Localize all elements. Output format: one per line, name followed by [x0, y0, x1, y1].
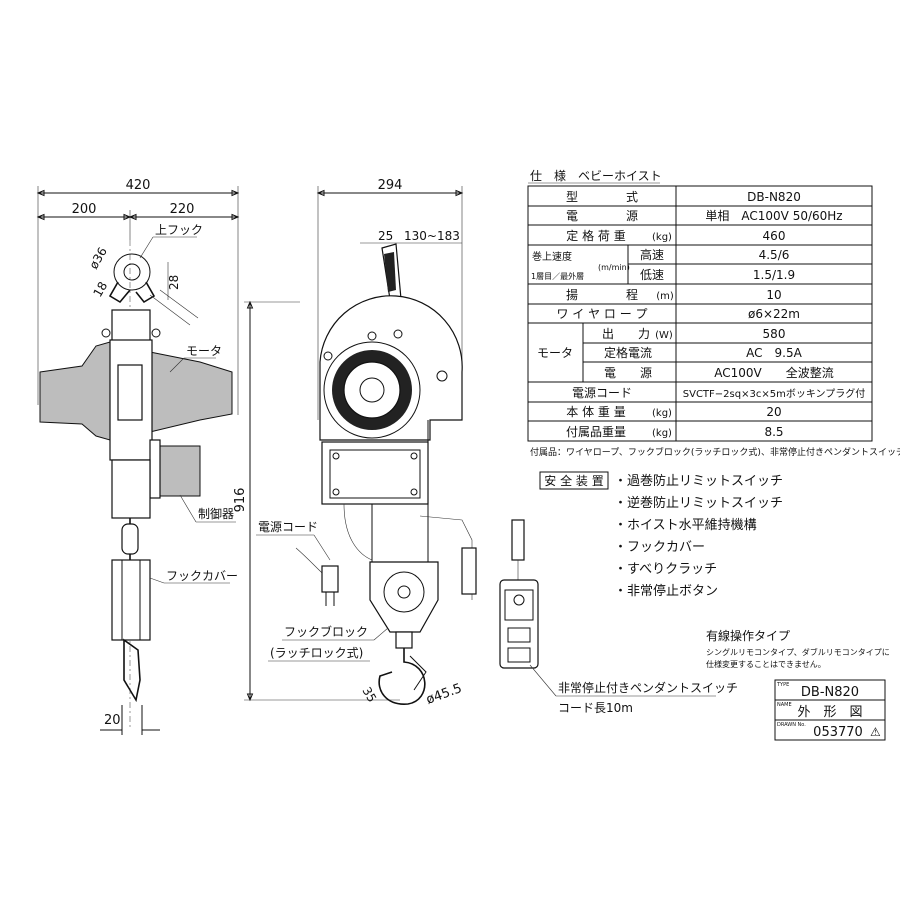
spec-row: 電源コード SVCTF−2sq×3c×5mボッキンプラグ付 [572, 386, 865, 400]
spec-label-output: 出 力 [602, 327, 650, 341]
spec-label-low-speed: 低速 [640, 268, 664, 282]
dim-28: 28 [167, 275, 181, 290]
spec-value-lift: 10 [766, 288, 781, 302]
spec-row: 電 源 単相 AC100V 50/60Hz [566, 209, 843, 223]
spec-label-type: 型 式 [566, 190, 638, 204]
dim-916: 916 [233, 488, 248, 513]
safety-item: ・すべりクラッチ [614, 562, 717, 577]
title-name-label: NAME [777, 702, 792, 708]
callout-pendant-switch: 非常停止付きペンダントスイッチ [558, 680, 738, 695]
safety-heading: 安 全 装 置 [544, 473, 603, 488]
spec-unit-rated-load: (kg) [652, 232, 672, 243]
revision-triangle-icon: ⚠ [870, 725, 881, 739]
dim-220: 220 [170, 202, 195, 217]
dim-bottom-20: 20 [104, 713, 121, 728]
dim-hook-diameter: ø45.5 [424, 681, 464, 708]
title-drawn-value: 053770 [813, 725, 863, 740]
spec-label-rated-load: 定 格 荷 重 [566, 228, 625, 243]
title-drawn-label: DRAWN No. [777, 722, 806, 728]
spec-unit-lift: (m) [656, 291, 674, 302]
spec-label-power-cord: 電源コード [572, 386, 632, 400]
note-title: 有線操作タイプ [706, 628, 790, 643]
note-line-1: シングルリモコンタイプ、ダブルリモコンタイプに [706, 647, 890, 657]
spec-label-rated-current: 定格電流 [604, 345, 652, 360]
safety-devices: 安 全 装 置 ・過巻防止リミットスイッチ ・逆巻防止リミットスイッチ ・ホイス… [539, 471, 783, 599]
note-line-2: 仕様変更することはできません。 [706, 659, 826, 669]
spec-row: 本 体 重 量 (kg) 20 [566, 405, 781, 419]
dim-294: 294 [378, 178, 403, 193]
safety-item: ・過巻防止リミットスイッチ [614, 473, 783, 489]
callout-top-hook: 上フック [155, 223, 203, 237]
spec-value-body-weight: 20 [766, 405, 781, 419]
title-type-label: TYPE [776, 682, 789, 688]
dim-top-hook-diameter: ø36 [86, 245, 109, 272]
wired-type-note: 有線操作タイプ シングルリモコンタイプ、ダブルリモコンタイプに 仕様変更すること… [706, 628, 890, 669]
callout-cord-length: コード長10m [558, 701, 633, 715]
callout-hook-cover: フックカバー [166, 569, 238, 583]
callout-latch-lock: (ラッチロック式) [270, 646, 363, 660]
spec-value-accessory-weight: 8.5 [764, 425, 783, 439]
spec-label-speed: 巻上速度 [532, 250, 572, 263]
spec-row: 型 式 DB-N820 [566, 190, 801, 204]
spec-value-rated-load: 460 [763, 229, 786, 243]
dim-hook-width: 35 [359, 685, 379, 705]
spec-row: ワ イ ヤ ロ ー プ ø6×22m [556, 307, 800, 321]
callout-controller: 制御器 [198, 506, 234, 521]
spec-label-wire-rope: ワ イ ヤ ロ ー プ [556, 307, 647, 321]
spec-unit-body-weight: (kg) [652, 408, 672, 419]
spec-unit-speed: (m/min) [598, 263, 630, 272]
spec-value-output: 580 [763, 327, 786, 341]
spec-value-rated-current: AC 9.5A [746, 346, 802, 360]
callout-power-cord: 電源コード [258, 520, 318, 534]
spec-row: 付属品重量 (kg) 8.5 [566, 425, 784, 439]
spec-row: 揚 程 (m) 10 [566, 287, 782, 302]
spec-value-wire-rope: ø6×22m [748, 307, 800, 321]
safety-item: ・ホイスト水平維持機構 [614, 518, 757, 533]
spec-table: 仕 様 ベビーホイスト 型 式 DB-N820 電 源 単相 AC100V 50… [527, 169, 900, 458]
spec-label-motor: モータ [537, 346, 573, 360]
title-name-value: 外 形 図 [797, 705, 862, 720]
spec-value-type: DB-N820 [747, 190, 801, 204]
safety-item: ・逆巻防止リミットスイッチ [614, 495, 783, 511]
title-type-value: DB-N820 [801, 685, 859, 700]
safety-item: ・非常停止ボタン [614, 583, 718, 599]
front-view: 420 200 220 上フック ø36 18 28 モータ [36, 178, 240, 735]
spec-label-motor-power: 電 源 [604, 366, 652, 380]
spec-label-speed-layer: 1層目／最外層 [531, 271, 584, 281]
spec-label-lift: 揚 程 [566, 287, 638, 302]
safety-item: ・フックカバー [614, 540, 705, 555]
spec-row-group-motor: モータ 出 力 (W) 580 定格電流 AC 9.5A 電 源 AC100V … [537, 327, 834, 380]
spec-accessories: 付属品：ワイヤロープ、フックブロック(ラッチロック式)、非常停止付きペンダントス… [530, 446, 900, 458]
spec-row-group-speed: 巻上速度 1層目／最外層 (m/min) 高速 4.5/6 低速 1.5/1.9 [531, 247, 795, 282]
spec-label-high-speed: 高速 [640, 247, 664, 262]
spec-unit-output: (W) [655, 330, 673, 341]
dim-420: 420 [126, 178, 151, 193]
dim-200: 200 [72, 202, 97, 217]
dim-25: 25 [378, 229, 393, 243]
spec-value-low-speed: 1.5/1.9 [753, 268, 795, 282]
callout-hook-block: フックブロック [284, 624, 368, 639]
spec-label-power: 電 源 [566, 209, 638, 223]
spec-unit-accessory-weight: (kg) [652, 428, 672, 439]
spec-row: 定 格 荷 重 (kg) 460 [566, 228, 785, 243]
spec-value-power: 単相 AC100V 50/60Hz [705, 209, 842, 223]
spec-label-accessory-weight: 付属品重量 [566, 425, 626, 439]
dim-130-183: 130~183 [404, 229, 460, 243]
spec-label-body-weight: 本 体 重 量 [566, 405, 625, 419]
spec-value-motor-power: AC100V 全波整流 [714, 365, 834, 380]
side-view: 294 25 130~183 916 電源コ [233, 178, 738, 715]
title-block: TYPE DB-N820 NAME 外 形 図 DRAWN No. 053770… [774, 679, 886, 741]
dim-18: 18 [90, 279, 110, 299]
spec-value-high-speed: 4.5/6 [759, 248, 790, 262]
spec-value-power-cord: SVCTF−2sq×3c×5mボッキンプラグ付 [683, 387, 865, 400]
callout-motor: モータ [186, 344, 222, 358]
spec-heading: 仕 様 ベビーホイスト [530, 169, 662, 183]
